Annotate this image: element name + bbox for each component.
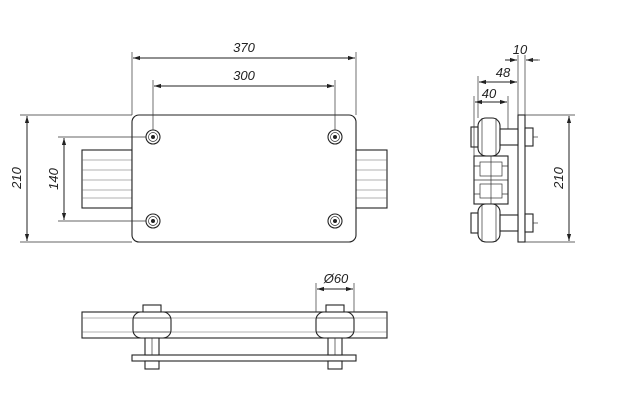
bolt-top-right bbox=[327, 129, 343, 145]
dim-diameter-label: Ø60 bbox=[323, 271, 349, 286]
dimension-140: 140 bbox=[46, 136, 146, 222]
rail-left bbox=[81, 149, 133, 209]
dim-210-left-label: 210 bbox=[9, 166, 24, 189]
dimension-210-right: 210 bbox=[525, 114, 575, 243]
dimension-300: 300 bbox=[152, 68, 336, 130]
side-plate bbox=[517, 114, 526, 243]
dimension-40: 40 bbox=[473, 86, 509, 156]
dimension-10: 10 bbox=[505, 42, 540, 115]
dim-48-label: 48 bbox=[496, 65, 511, 80]
mounting-plate bbox=[131, 114, 357, 243]
side-profile bbox=[473, 155, 509, 205]
bolt-bottom-right bbox=[327, 213, 343, 229]
dim-10-label: 10 bbox=[513, 42, 528, 57]
bolt-bottom-left bbox=[145, 213, 161, 229]
dim-300-label: 300 bbox=[233, 68, 255, 83]
bottom-wheel-right bbox=[315, 304, 355, 370]
front-view: 370 300 210 140 bbox=[9, 40, 388, 243]
dim-210-right-label: 210 bbox=[551, 166, 566, 189]
bottom-plate bbox=[131, 354, 357, 362]
bottom-wheel-left bbox=[132, 304, 172, 370]
dim-140-label: 140 bbox=[46, 167, 61, 189]
dimension-210-left: 210 bbox=[9, 114, 132, 243]
side-view: 10 48 40 210 bbox=[470, 42, 575, 243]
bolt-top-left bbox=[145, 129, 161, 145]
side-wheel-top bbox=[470, 117, 538, 157]
side-wheel-bottom bbox=[470, 203, 538, 243]
dim-370-label: 370 bbox=[233, 40, 255, 55]
bottom-view: Ø60 bbox=[81, 271, 388, 370]
dimension-48: 48 bbox=[477, 65, 517, 118]
rail-right bbox=[354, 149, 388, 209]
dimension-diameter-60: Ø60 bbox=[315, 271, 355, 312]
dimension-370: 370 bbox=[131, 40, 357, 115]
dim-40-label: 40 bbox=[482, 86, 497, 101]
